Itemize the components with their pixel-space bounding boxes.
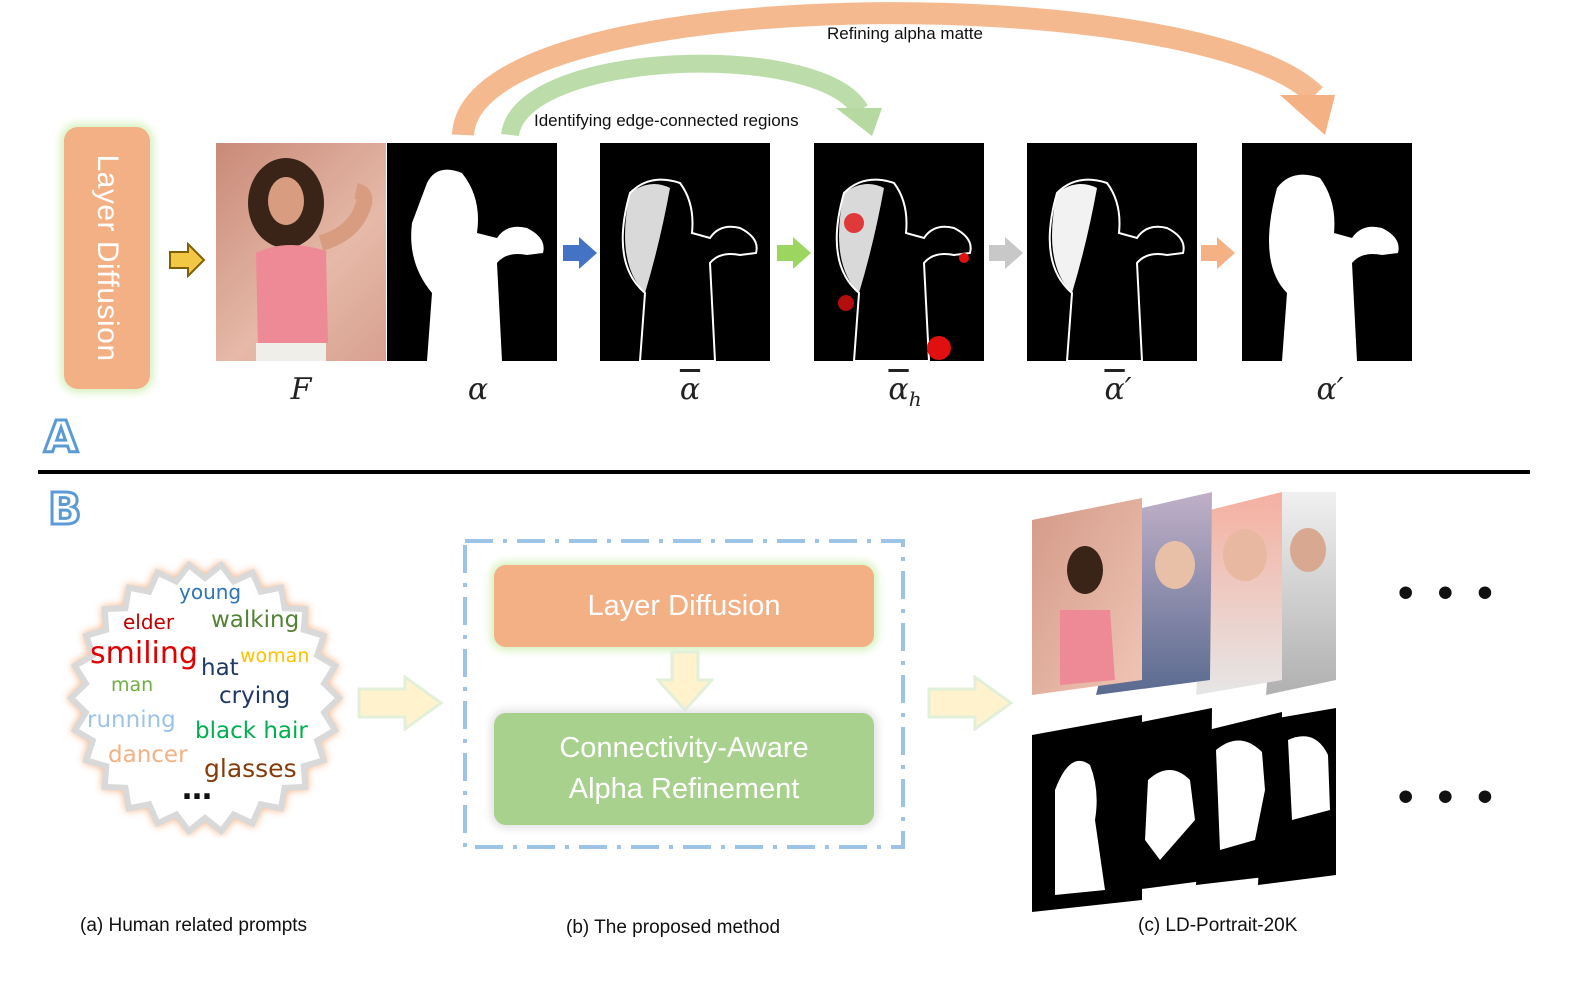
dataset-more-bottom: • • •: [1398, 772, 1499, 821]
refine-arrowhead: [1280, 95, 1335, 135]
gray-arrow-icon: [989, 237, 1023, 269]
prompt-word-smiling: smiling: [90, 636, 198, 671]
identify-arrow-label: Identifying edge-connected regions: [534, 111, 799, 130]
orange-arrow-icon: [1201, 237, 1235, 269]
method-dashed-frame: [463, 539, 905, 849]
prompt-word-crying: crying: [219, 683, 291, 709]
prompt-more-ellipsis: …: [182, 772, 212, 807]
symbol-alpha-bar-prime: α′: [1104, 372, 1132, 407]
section-label-B: B: [47, 483, 84, 537]
method-refinement-line1: Connectivity-Aware: [559, 732, 809, 765]
symbol-alpha-bar: α: [679, 372, 701, 407]
alpha-mattes-stack: [1032, 708, 1336, 912]
refine-curve-arrow: [452, 2, 1323, 137]
dataset-image-stack: [1032, 492, 1336, 912]
layer-diffusion-box: Layer Diffusion: [64, 127, 150, 389]
blue-arrow-icon: [563, 237, 597, 269]
woman-figure-icon: [248, 158, 373, 361]
prompt-word-young: young: [179, 580, 242, 604]
method-layer-diffusion-label: Layer Diffusion: [587, 589, 781, 622]
caption-dataset: (c) LD-Portrait-20K: [1138, 915, 1298, 936]
prompt-word-black-hair: black hair: [195, 718, 308, 744]
symbol-alpha: α: [467, 372, 489, 407]
method-refinement-box: Connectivity-Aware Alpha Refinement: [494, 713, 874, 825]
alpha-prime-image: [1242, 143, 1412, 361]
alpha-h-image: [814, 143, 984, 361]
silhouette-alpha: [411, 169, 544, 361]
prompt-word-man: man: [111, 674, 154, 696]
portrait-long-hair-woman: [1032, 498, 1142, 695]
caption-method: (b) The proposed method: [566, 917, 781, 938]
green-arrow-icon: [777, 237, 811, 269]
silhouette-alpha-bar-prime: [1048, 178, 1185, 361]
prompt-word-hat: hat: [201, 655, 239, 681]
alpha-bar-prime-image: [1027, 143, 1197, 361]
symbol-alpha-h: αh: [888, 372, 922, 411]
prompt-word-woman: woman: [240, 645, 310, 667]
section-label-A: A: [42, 411, 79, 465]
silhouette-alpha-h: [835, 178, 972, 361]
section-divider: [38, 470, 1530, 474]
input-arrow-icon: [169, 242, 206, 278]
identify-arrowhead: [836, 108, 882, 136]
symbol-F: F: [290, 372, 312, 407]
prompt-word-elder: elder: [123, 610, 175, 634]
portrait-image-F: [216, 143, 386, 361]
prompt-word-dancer: dancer: [108, 742, 188, 768]
hollow-arrow-icon-1: [357, 675, 444, 731]
caption-prompts: (a) Human related prompts: [80, 915, 308, 936]
method-refinement-line2: Alpha Refinement: [568, 773, 800, 805]
alpha-matte-image: [387, 143, 557, 361]
down-arrow-icon: [656, 650, 714, 712]
silhouette-alpha-prime: [1269, 174, 1399, 361]
dataset-more-top: • • •: [1398, 568, 1499, 617]
prompt-word-glasses: glasses: [204, 754, 297, 783]
silhouette-alpha-bar: [621, 178, 758, 361]
layer-diffusion-label: Layer Diffusion: [91, 154, 124, 362]
alpha-bar-image: [600, 143, 770, 361]
refine-arrow-label: Refining alpha matte: [827, 24, 983, 43]
color-portraits-stack: [1032, 492, 1336, 695]
prompt-word-walking: walking: [211, 607, 300, 633]
symbol-alpha-prime: α′: [1316, 372, 1344, 407]
curved-arrows: [452, 2, 1335, 138]
prompt-word-running: running: [87, 707, 176, 733]
method-layer-diffusion-box: Layer Diffusion: [494, 565, 874, 647]
prompt-cloud-badge: [66, 560, 344, 836]
identify-curve-arrow: [501, 54, 868, 138]
hollow-arrow-icon-2: [927, 675, 1014, 731]
